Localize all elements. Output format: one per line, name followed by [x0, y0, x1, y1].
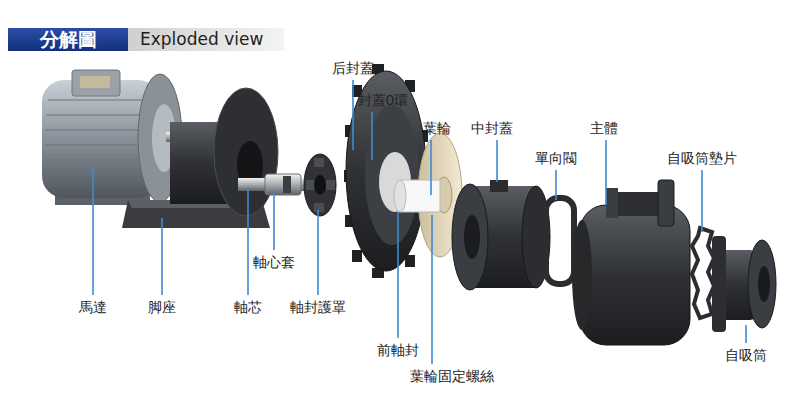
seal-cover-vanes — [306, 158, 335, 212]
title-band — [8, 28, 128, 51]
check-valve — [546, 198, 574, 284]
cylinder-back-flange — [712, 236, 726, 332]
leader-line — [352, 80, 354, 150]
part-label: 中封蓋 — [471, 120, 513, 137]
leader-lines — [93, 80, 746, 364]
part-label: 葉輪 — [423, 120, 451, 137]
motor-fins — [45, 100, 153, 175]
subtitle-band — [128, 28, 284, 51]
leader-line — [431, 215, 433, 364]
main-body-pipe-collar — [606, 188, 618, 218]
self-priming-cylinder — [712, 236, 776, 332]
pump-base — [122, 88, 278, 228]
motor-terminal-box — [72, 70, 120, 96]
leader-line — [745, 325, 747, 343]
leader-line — [430, 140, 432, 195]
main-body — [572, 180, 690, 345]
main-body-casing — [580, 205, 690, 345]
cylinder-inlet — [758, 266, 770, 302]
part-label: 封蓋0環 — [358, 92, 409, 109]
shaft-sleeve — [265, 174, 301, 195]
seal-cover — [304, 154, 336, 216]
part-label: 后封蓋 — [332, 60, 374, 77]
leader-line — [92, 165, 94, 295]
subtitle: Exploded view — [140, 29, 263, 49]
leader-line — [555, 170, 557, 200]
leader-line — [397, 212, 399, 338]
middle-cover — [452, 180, 550, 290]
cylinder-flange — [748, 240, 776, 328]
part-label: 馬達 — [79, 299, 107, 316]
leader-line — [701, 170, 703, 232]
shaft-sleeve-ring — [283, 176, 291, 193]
diagram-title: 分解圖 — [40, 28, 97, 51]
part-label: 自吸筒 — [725, 347, 767, 364]
part-label: 軸芯 — [234, 299, 262, 316]
header-bar — [8, 28, 284, 51]
base-flange — [214, 88, 278, 216]
back-cover-plate — [346, 71, 426, 271]
part-label: 軸心套 — [253, 254, 295, 271]
main-body-outlet-pipe — [612, 192, 662, 216]
part-label: 主體 — [590, 120, 618, 137]
middle-cover-front — [452, 184, 488, 290]
leader-line — [161, 218, 163, 295]
part-label: 單向閥 — [535, 150, 577, 167]
part-label: 葉輪固定螺絲 — [410, 368, 494, 385]
leader-line — [317, 210, 319, 295]
shaft — [238, 174, 333, 195]
part-label: 自吸筒墊片 — [667, 150, 737, 167]
main-body-front-rim — [572, 220, 592, 330]
middle-cover-lug — [490, 180, 508, 192]
back-cover-lugs — [344, 64, 428, 278]
part-label: 軸封護罩 — [290, 299, 346, 316]
leader-line — [273, 190, 275, 250]
main-body-outlet-flange — [658, 180, 674, 226]
front-seal-end — [394, 180, 406, 212]
motor-nameplate — [80, 76, 110, 88]
leader-line — [371, 112, 373, 160]
leader-line — [605, 140, 607, 205]
back-cover-recess — [365, 105, 419, 245]
middle-cover-eye — [464, 215, 480, 259]
back-cover — [344, 64, 428, 278]
part-label: 前軸封 — [377, 342, 419, 359]
seal-cover-disc — [304, 154, 336, 216]
leader-line — [496, 140, 498, 182]
leader-line — [247, 188, 249, 295]
gasket — [692, 228, 714, 318]
part-label: 脚座 — [148, 299, 176, 316]
